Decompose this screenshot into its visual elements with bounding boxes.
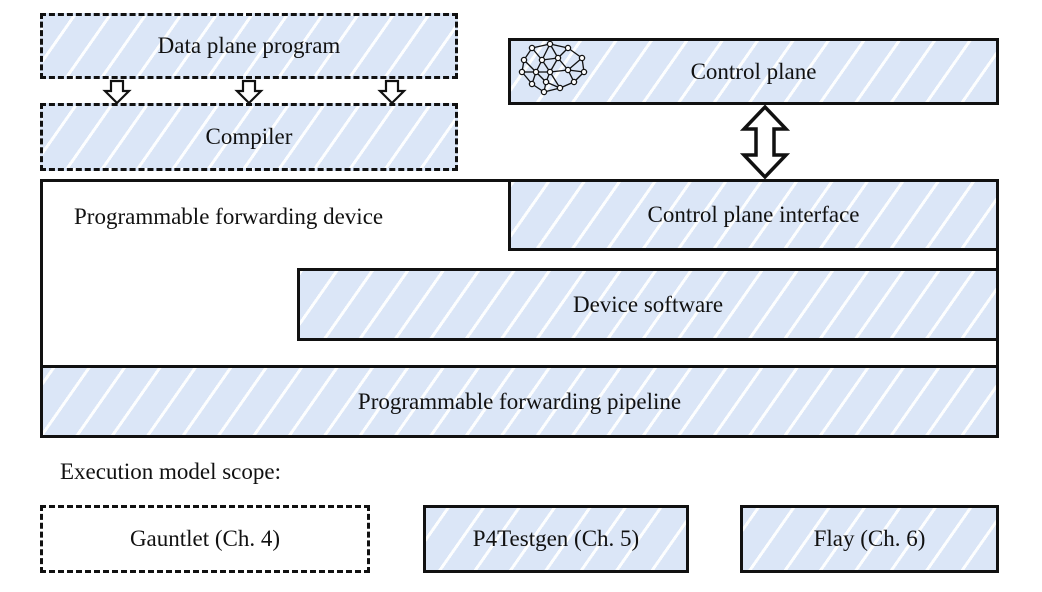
neural-network-icon [518,40,588,96]
bidirectional-arrow-icon [739,104,791,180]
compiler-box: Compiler [40,103,458,171]
control-plane-box: Control plane [508,38,999,105]
down-arrow-icon [102,79,132,105]
down-arrow-icon [377,79,407,105]
legend-item-label: P4Testgen (Ch. 5) [472,526,640,551]
forwarding-device-label: Programmable forwarding device [74,204,384,229]
control-plane-interface-box: Control plane interface [508,179,999,251]
legend-item-p4testgen: P4Testgen (Ch. 5) [423,505,689,573]
forwarding-pipeline-box: Programmable forwarding pipeline [40,365,999,438]
control-plane-interface-label: Control plane interface [647,202,860,227]
legend-item-label: Gauntlet (Ch. 4) [129,526,281,551]
down-arrow-icon [234,79,264,105]
device-software-box: Device software [297,268,999,341]
legend-item-label: Flay (Ch. 6) [813,526,926,551]
legend-title: Execution model scope: [60,459,281,484]
forwarding-pipeline-label: Programmable forwarding pipeline [357,388,682,414]
legend-item-gauntlet: Gauntlet (Ch. 4) [40,505,370,573]
compile-arrows [102,79,407,105]
compiler-label: Compiler [205,124,293,149]
data-plane-program-label: Data plane program [157,33,341,58]
data-plane-program-box: Data plane program [40,13,458,79]
device-software-label: Device software [572,291,724,317]
control-plane-label: Control plane [690,58,817,84]
legend-item-flay: Flay (Ch. 6) [740,505,999,573]
